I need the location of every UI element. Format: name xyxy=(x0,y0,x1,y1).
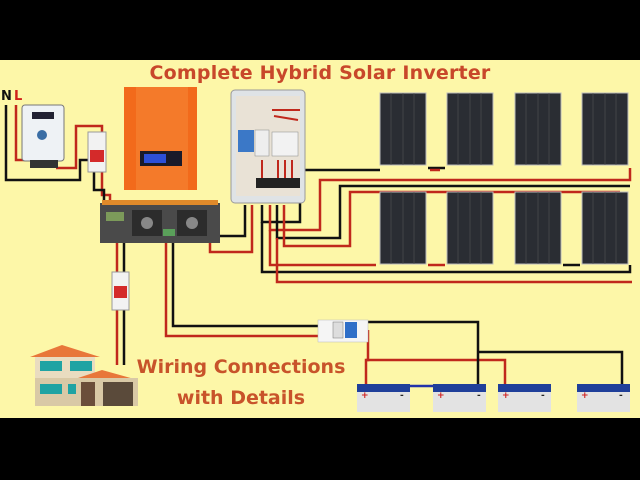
inverter-to-battery-breaker-neg xyxy=(171,240,330,328)
battery-positive-label: + xyxy=(361,391,369,401)
pv-string-4 xyxy=(275,238,632,284)
fan-icon xyxy=(141,217,153,229)
solar-array xyxy=(379,92,629,265)
load-breaker xyxy=(111,271,130,311)
subtitle-line-1: Wiring Connections xyxy=(136,356,346,378)
breaker-to-battery-neg xyxy=(355,320,480,385)
pv-string-2 xyxy=(275,184,630,240)
battery xyxy=(357,384,410,412)
inverter-to-battery-breaker-pos xyxy=(164,240,318,338)
combiner-to-inverter-pos xyxy=(208,205,254,254)
pv-string-3 xyxy=(268,230,376,267)
battery-dc-breaker xyxy=(317,319,369,343)
battery-negative-label: - xyxy=(477,391,481,401)
grid-neutral-wire xyxy=(4,105,98,182)
inverter-display xyxy=(144,154,166,163)
battery-negative-label: - xyxy=(400,391,404,401)
house-icon xyxy=(30,345,138,406)
live-label: L xyxy=(14,89,23,104)
battery-bank-neg xyxy=(478,350,624,385)
energy-meter xyxy=(21,104,65,168)
grid-mcb xyxy=(87,131,107,173)
combiner-to-inverter-neg xyxy=(218,205,247,238)
diagram-title: Complete Hybrid Solar Inverter xyxy=(149,62,491,84)
battery-positive-label: + xyxy=(502,391,510,401)
pv-string-1-pos xyxy=(268,168,632,232)
battery-negative-label: - xyxy=(619,391,623,401)
fan-icon xyxy=(186,217,198,229)
wires xyxy=(4,105,632,388)
pv-string-2-pos xyxy=(282,190,620,248)
subtitle-line-2: with Details xyxy=(176,387,306,409)
battery xyxy=(433,384,486,412)
hybrid-inverter xyxy=(124,87,197,190)
battery-bank xyxy=(357,384,630,412)
pv-string-1 xyxy=(260,168,380,224)
battery-bank-pos xyxy=(366,358,507,385)
pv-string-3-neg xyxy=(260,222,632,274)
wires-and-components xyxy=(4,87,632,412)
neutral-label: N xyxy=(1,89,12,104)
battery-negative-label: - xyxy=(541,391,545,401)
battery-positive-label: + xyxy=(581,391,589,401)
battery xyxy=(498,384,551,412)
pv-combiner-box xyxy=(230,89,306,204)
inverter-terminal-panel xyxy=(100,200,220,243)
wiring-diagram: Complete Hybrid Solar Inverter N L xyxy=(0,60,640,418)
battery xyxy=(577,384,630,412)
battery-positive-label: + xyxy=(437,391,445,401)
meter-to-mcb-live xyxy=(56,124,104,170)
